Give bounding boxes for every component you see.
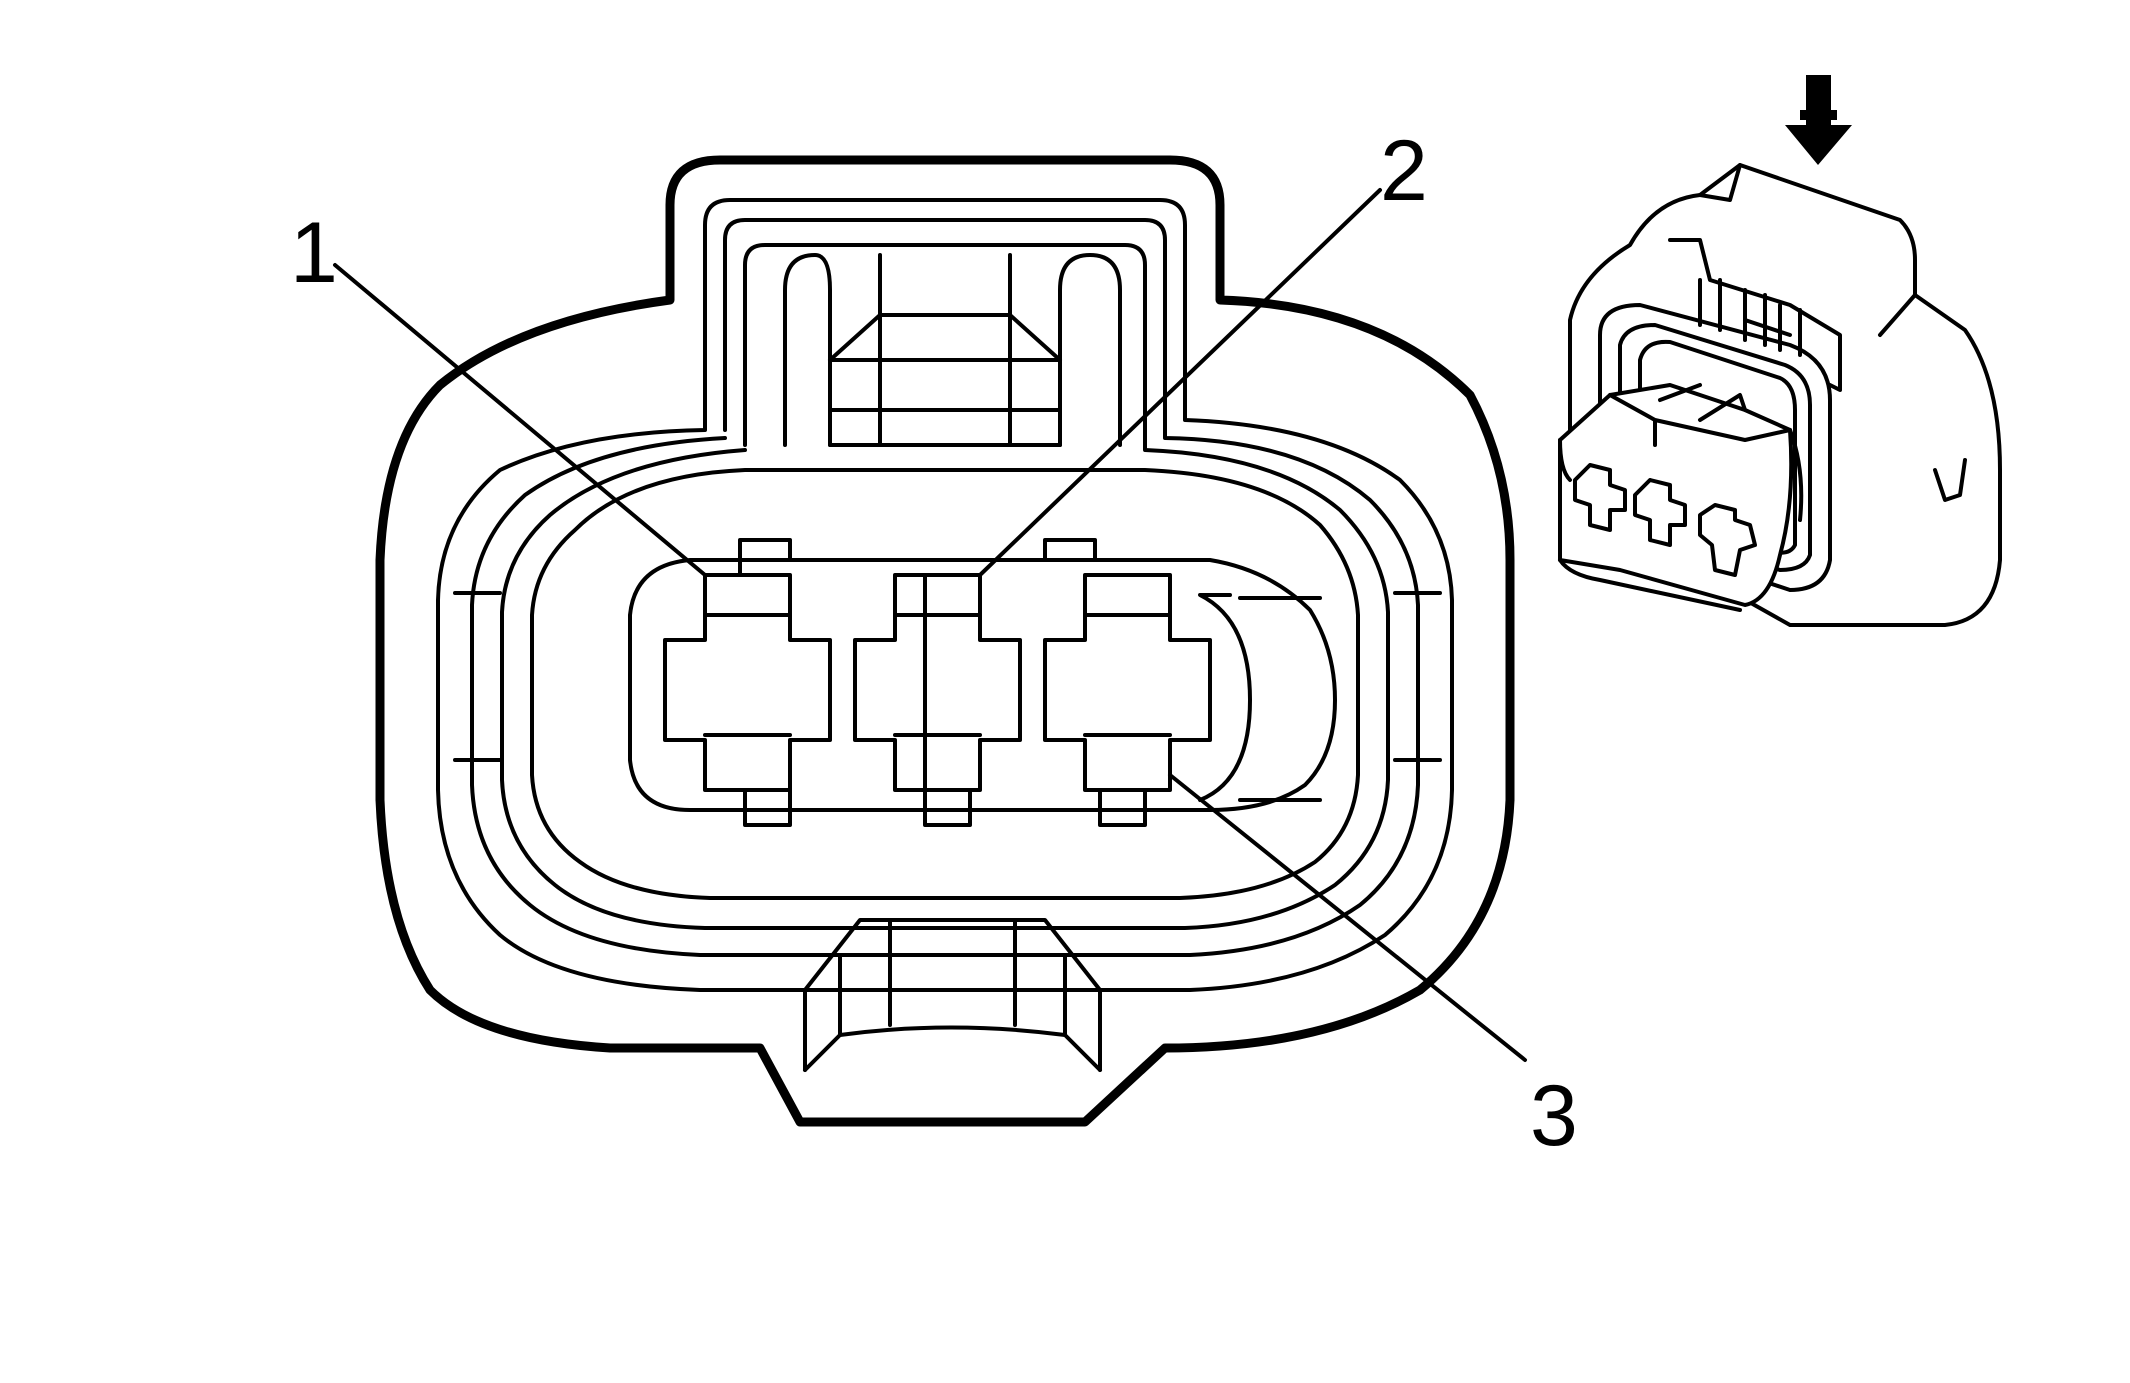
terminal-pocket-inner <box>1198 593 1252 802</box>
perspective-terminal-2 <box>1633 478 1687 547</box>
down-arrow-icon <box>1785 75 1852 165</box>
housing-ring-2 <box>470 218 1420 957</box>
housing-ring-4 <box>530 468 1360 900</box>
callout-1: 1 <box>290 205 338 301</box>
housing-ring-1 <box>436 198 1454 992</box>
perspective-latch <box>1668 238 1842 392</box>
leader-line-3 <box>1168 773 1527 1062</box>
perspective-plug <box>1558 383 1794 607</box>
callout-3: 3 <box>1530 1068 1578 1164</box>
perspective-terminal-1 <box>1573 463 1627 532</box>
terminal-cavity-1 <box>663 538 832 827</box>
terminal-cavity-3 <box>1043 538 1212 827</box>
connector-face-view <box>375 155 1515 1127</box>
callout-2: 2 <box>1380 123 1428 219</box>
perspective-latch-rails <box>1698 278 1802 357</box>
perspective-plug-top <box>1608 383 1792 447</box>
leader-line-1 <box>333 263 707 577</box>
perspective-plug-outline <box>1558 293 1967 612</box>
bottom-latch <box>803 918 1102 1072</box>
connector-perspective-view <box>1558 75 2002 627</box>
perspective-top-face <box>1698 163 1742 202</box>
leader-line-2 <box>978 188 1382 577</box>
housing-ring-3 <box>500 243 1390 930</box>
terminal-cavity-2 <box>788 558 1022 827</box>
perspective-terminal-3 <box>1698 503 1757 577</box>
top-latch <box>783 253 1122 447</box>
